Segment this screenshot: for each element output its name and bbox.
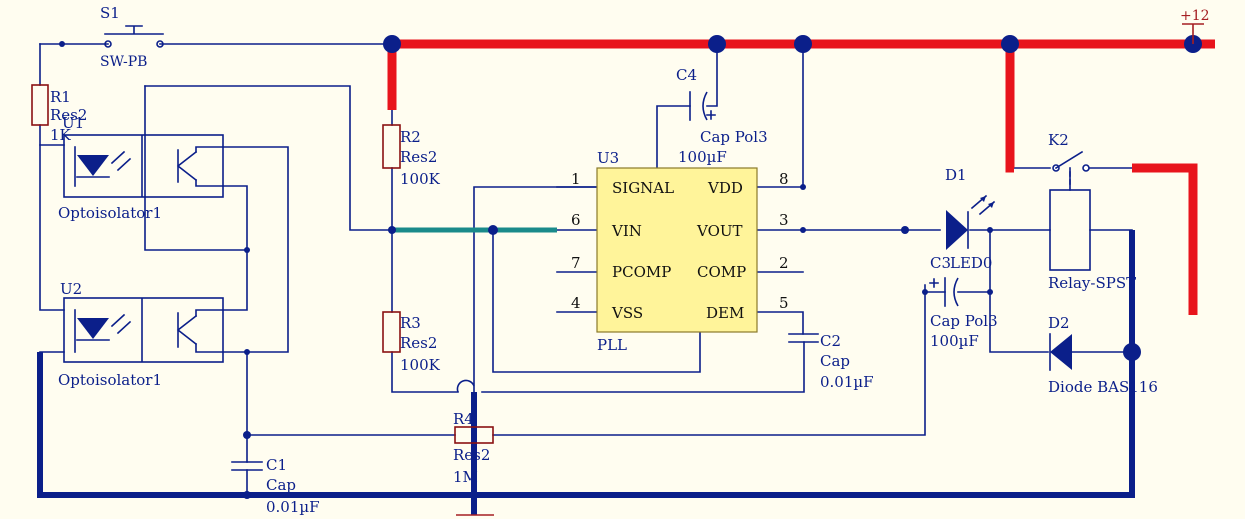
c3-type: Cap Pol3 — [930, 312, 998, 330]
pin-name: PCOMP — [612, 263, 671, 281]
junction-dot — [1001, 35, 1019, 53]
c1-designator: C1 — [266, 456, 287, 474]
pin-name: VOUT — [696, 222, 743, 240]
c4-type: Cap Pol3 — [700, 128, 768, 146]
switch-s1: S1 SW-PB — [100, 4, 164, 70]
pin-number: 4 — [571, 294, 581, 312]
resistor-r4: R4 Res2 1M — [453, 410, 494, 486]
optoisolator-u2: U2 Optoisolator1 — [58, 280, 224, 389]
pin-name: SIGNAL — [612, 179, 674, 197]
s1-designator: S1 — [100, 4, 120, 22]
power-port-12v: +12 — [1180, 8, 1210, 44]
r3-value: 100K — [400, 356, 441, 374]
c4-value: 100µF — [678, 148, 727, 166]
c4-designator: C4 — [676, 66, 697, 84]
r2-designator: R2 — [400, 128, 421, 146]
r2-value: 100K — [400, 170, 441, 188]
r4-designator: R4 — [453, 410, 474, 428]
diode-d2: D2 Diode BAS116 — [1048, 314, 1158, 396]
capacitor-c4: C4 Cap Pol3 100µF — [676, 66, 768, 166]
d1-type: LED0 — [950, 254, 992, 272]
capacitor-c1: C1 Cap 0.01µF — [231, 456, 320, 516]
u3-right-pins: 8 VDD 3 VOUT 2 COMP 5 DEM — [696, 170, 789, 322]
d1-designator: D1 — [945, 166, 967, 184]
pin-number: 7 — [571, 254, 581, 272]
k2-type: Relay-SPST — [1048, 274, 1136, 292]
c1-type: Cap — [266, 476, 296, 494]
r4-type: Res2 — [453, 446, 490, 464]
r1-type: Res2 — [50, 106, 87, 124]
pin-number: 3 — [779, 211, 789, 229]
d2-type: Diode BAS116 — [1048, 378, 1158, 396]
s1-type: SW-PB — [100, 54, 147, 70]
u2-designator: U2 — [60, 280, 82, 298]
resistor-r3: R3 Res2 100K — [382, 311, 441, 374]
u3-designator: U3 — [597, 149, 619, 167]
d2-designator: D2 — [1048, 314, 1070, 332]
r3-designator: R3 — [400, 314, 421, 332]
k2-designator: K2 — [1048, 131, 1069, 149]
u3-left-pins: 1 SIGNAL 6 VIN 7 PCOMP 4 VSS — [571, 170, 674, 322]
pin-name: VSS — [611, 304, 643, 322]
optoisolator-u1: Optoisolator1 U1 — [58, 114, 224, 222]
resistor-r1: R1 Res2 1K — [31, 84, 87, 144]
power-port-label: +12 — [1180, 8, 1210, 24]
resistor-r2: R2 Res2 100K — [382, 124, 441, 188]
pin-number: 5 — [779, 294, 789, 312]
pin-number: 6 — [571, 211, 581, 229]
capacitor-c2: C2 Cap 0.01µF — [788, 332, 874, 391]
pin-name: DEM — [706, 304, 744, 322]
r3-type: Res2 — [400, 334, 437, 352]
c2-type: Cap — [820, 352, 850, 370]
pin-number: 8 — [779, 170, 789, 188]
r4-value: 1M — [453, 468, 478, 486]
u1-designator: U1 — [62, 114, 84, 132]
junction-dot — [383, 35, 401, 53]
c3-designator: C3 — [930, 254, 951, 272]
u3-type: PLL — [597, 336, 627, 354]
c1-value: 0.01µF — [266, 498, 320, 516]
pin-number: 2 — [779, 254, 789, 272]
capacitor-c3: C3 Cap Pol3 100µF — [929, 254, 998, 350]
r1-value: 1K — [50, 126, 72, 144]
pll-chip-u3: U3 PLL 1 SIGNAL 6 VIN 7 PCOMP 4 VSS 8 VD… — [571, 149, 789, 354]
junction-dot — [708, 35, 726, 53]
r2-type: Res2 — [400, 148, 437, 166]
junction-dot — [1123, 343, 1141, 361]
pin-name: VIN — [611, 222, 642, 240]
c2-designator: C2 — [820, 332, 841, 350]
led-d1: D1 LED0 — [945, 166, 996, 272]
c3-value: 100µF — [930, 332, 979, 350]
u1-type: Optoisolator1 — [58, 204, 162, 222]
relay-k2: K2 Relay-SPST — [1048, 131, 1136, 292]
pin-name: COMP — [697, 263, 746, 281]
junctions — [59, 35, 1202, 499]
u2-type: Optoisolator1 — [58, 371, 162, 389]
r1-designator: R1 — [50, 88, 71, 106]
pin-name: VDD — [707, 179, 743, 197]
junction-dot — [794, 35, 812, 53]
c2-value: 0.01µF — [820, 373, 874, 391]
pin-number: 1 — [571, 170, 581, 188]
